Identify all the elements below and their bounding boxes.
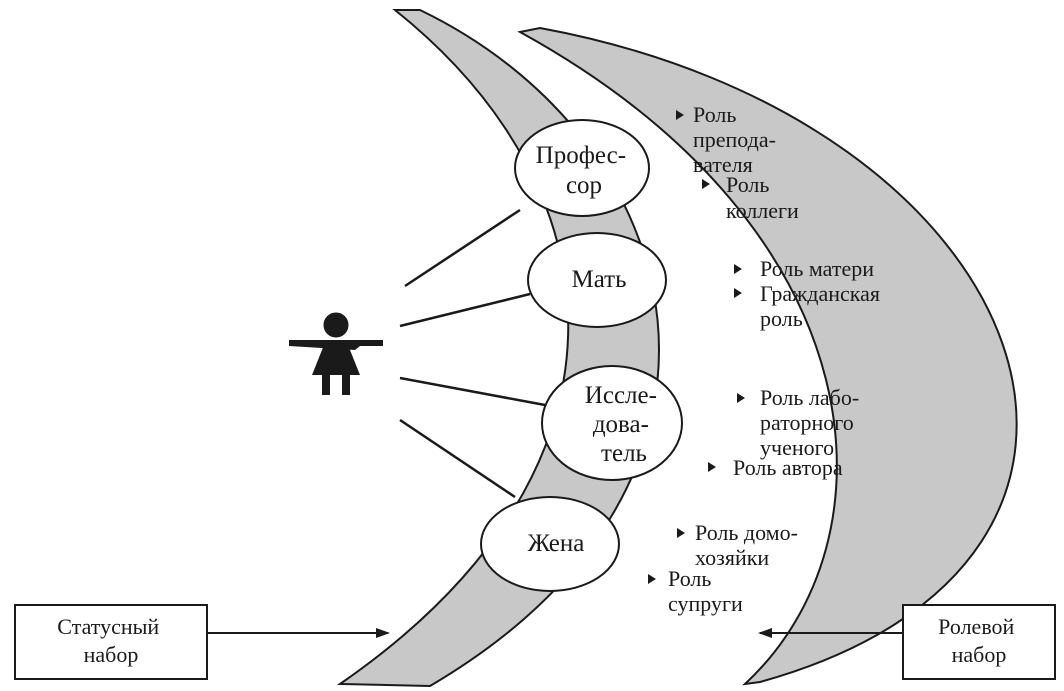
triangle-bullet-icon [734, 264, 742, 274]
role-set-label: Ролевой набор [938, 614, 1020, 667]
status-label-line: тель [601, 440, 647, 467]
status-set-box-frame [14, 604, 208, 680]
role-label-line: вателя [693, 152, 753, 177]
status-label-line: Профес- [536, 142, 626, 169]
triangle-bullet-icon [677, 528, 685, 538]
triangle-bullet-icon [676, 110, 684, 120]
status-set-box: Статусный набор [14, 604, 390, 680]
box-label-line: набор [952, 642, 1007, 667]
role-label-line: хозяйки [695, 545, 769, 570]
status-set-label: Статусный набор [57, 614, 164, 667]
role-label-housewife: Роль домо- хозяйки [695, 520, 803, 570]
role-set-box: Ролевой набор [758, 604, 1056, 680]
status-circle-wife [480, 496, 620, 592]
status-label-professor: Профес- сор [536, 142, 633, 199]
role-bullets [648, 110, 745, 584]
role-label-teacher: Роль препода- вателя [693, 102, 781, 177]
role-label-author: Роль автора [733, 455, 843, 480]
status-label-line: сор [566, 172, 602, 199]
status-circle-mother [527, 232, 667, 328]
connector-line-wife [399, 418, 516, 499]
status-label-line: Мать [571, 266, 626, 293]
triangle-bullet-icon [702, 179, 710, 189]
role-label-line: Роль домо- [695, 520, 798, 545]
role-label-line: Роль [668, 566, 711, 591]
role-labels: Роль препода- вателя Роль коллеги Роль м… [668, 102, 886, 616]
role-label-line: ученого [760, 435, 834, 460]
role-label-civic: Гражданская роль [760, 281, 886, 331]
role-label-line: коллеги [726, 198, 799, 223]
role-label-line: препода- [693, 127, 776, 152]
role-set-crescent [517, 26, 1018, 686]
role-label-spouse: Роль супруги [668, 566, 743, 616]
connector-lines [399, 208, 546, 499]
triangle-bullet-icon [708, 462, 716, 472]
role-label-line: Роль автора [733, 455, 843, 480]
role-label-colleague: Роль коллеги [726, 172, 799, 223]
connector-line-professor [404, 208, 521, 288]
status-set-crescent [336, 9, 660, 688]
crescent-gap-line [518, 38, 755, 662]
role-label-line: раторного [760, 410, 854, 435]
status-circles [480, 119, 683, 592]
woman-figure-icon [289, 312, 383, 395]
role-set-box-frame [902, 604, 1056, 680]
status-label-line: Иссле- [585, 382, 657, 409]
role-label-line: Роль матери [760, 256, 874, 281]
status-circle-professor [514, 119, 650, 217]
status-label-researcher: Иссле- дова- тель [585, 382, 663, 467]
role-label-line: роль [760, 306, 803, 331]
status-label-line: дова- [593, 411, 649, 438]
triangle-bullet-icon [734, 288, 742, 298]
box-label-line: Статусный [57, 614, 159, 639]
role-label-line: Роль [693, 102, 736, 127]
triangle-bullet-icon [737, 393, 745, 403]
role-label-mother: Роль матери [760, 256, 874, 281]
status-label-mother: Мать [571, 266, 626, 293]
role-label-line: Роль [726, 172, 769, 197]
status-label-wife: Жена [528, 530, 585, 557]
status-labels: Профес- сор Мать Иссле- дова- тель Жена [528, 142, 663, 557]
box-label-line: Ролевой [938, 614, 1014, 639]
connector-line-mother [399, 292, 531, 328]
role-label-line: Гражданская [760, 281, 880, 306]
triangle-bullet-icon [648, 574, 656, 584]
status-circle-researcher [541, 365, 683, 481]
box-label-line: набор [84, 642, 139, 667]
status-label-line: Жена [528, 530, 585, 557]
role-label-lab-scientist: Роль лабо- раторного ученого [760, 385, 865, 460]
role-label-line: Роль лабо- [760, 385, 859, 410]
role-label-line: супруги [668, 591, 743, 616]
connector-line-researcher [399, 376, 546, 407]
